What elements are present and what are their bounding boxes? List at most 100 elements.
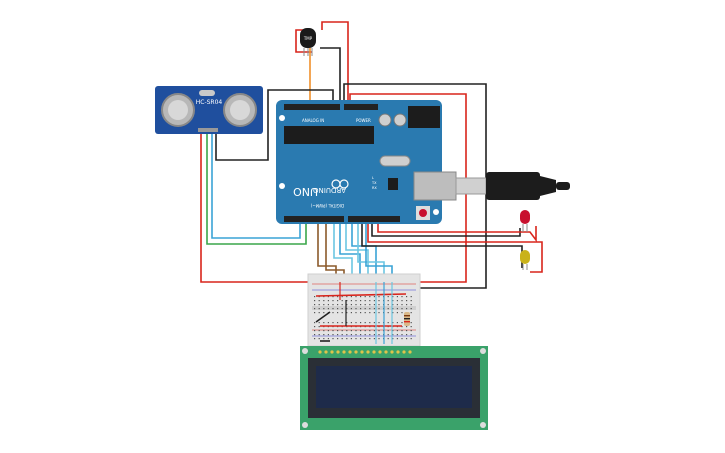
- breadboard-hole: [341, 330, 343, 332]
- wire-led-red-gnd: [371, 222, 521, 237]
- breadboard-hole: [355, 338, 357, 340]
- breadboard-hole: [341, 308, 343, 310]
- breadboard-hole: [337, 304, 339, 306]
- breadboard-hole: [332, 300, 334, 302]
- breadboard-hole: [378, 308, 380, 310]
- breadboard-hole: [396, 296, 398, 298]
- breadboard-hole: [387, 308, 389, 310]
- breadboard-hole: [406, 308, 408, 310]
- breadboard-hole: [350, 296, 352, 298]
- breadboard: [307, 273, 421, 347]
- wire-lcd-d3: [345, 222, 369, 282]
- breadboard-hole: [332, 304, 334, 306]
- breadboard-hole: [406, 300, 408, 302]
- breadboard-hole: [337, 338, 339, 340]
- ultrasonic-sensor[interactable]: HC-SR04: [155, 86, 263, 134]
- breadboard-hole: [327, 322, 329, 324]
- wire-led-yellow-pos: [367, 222, 543, 273]
- breadboard-hole: [314, 308, 316, 310]
- lcd-pin: [324, 350, 328, 354]
- temperature-sensor[interactable]: TMP: [300, 28, 316, 56]
- l-label: L: [372, 176, 374, 180]
- breadboard-hole: [378, 334, 380, 336]
- yellow-led[interactable]: [520, 250, 530, 270]
- breadboard-hole: [318, 322, 320, 324]
- breadboard-hole: [364, 300, 366, 302]
- breadboard-hole: [355, 330, 357, 332]
- breadboard-hole: [401, 300, 403, 302]
- breadboard-hole: [387, 312, 389, 314]
- breadboard-hole: [406, 330, 408, 332]
- breadboard-hole: [364, 296, 366, 298]
- breadboard-hole: [373, 312, 375, 314]
- wires: [200, 21, 543, 289]
- breadboard-hole: [373, 334, 375, 336]
- breadboard-hole: [337, 312, 339, 314]
- breadboard-hole: [318, 330, 320, 332]
- wire-us-vcc: [200, 128, 314, 283]
- resistor: [404, 312, 410, 326]
- lcd-pin: [408, 350, 412, 354]
- breadboard-hole: [341, 334, 343, 336]
- breadboard-hole: [314, 326, 316, 328]
- breadboard-hole: [314, 300, 316, 302]
- breadboard-hole: [350, 300, 352, 302]
- breadboard-hole: [364, 334, 366, 336]
- breadboard-hole: [341, 312, 343, 314]
- red-led[interactable]: [520, 210, 530, 232]
- wire-led-yellow-gnd: [361, 222, 523, 268]
- breadboard-hole: [323, 312, 325, 314]
- breadboard-hole: [341, 304, 343, 306]
- breadboard-hole: [410, 326, 412, 328]
- arduino-uno-board[interactable]: ANALOG IN POWER ARDUINO UNO DIGITAL (PWM…: [276, 100, 457, 224]
- breadboard-hole: [369, 322, 371, 324]
- breadboard-hole: [350, 330, 352, 332]
- breadboard-hole: [401, 338, 403, 340]
- breadboard-hole: [341, 300, 343, 302]
- lcd-display[interactable]: [300, 346, 488, 430]
- breadboard-hole: [314, 304, 316, 306]
- wire-top-red: [349, 93, 467, 283]
- breadboard-hole: [369, 296, 371, 298]
- breadboard-hole: [369, 304, 371, 306]
- breadboard-hole: [373, 338, 375, 340]
- wire-led-red-pos: [377, 222, 537, 243]
- breadboard-hole: [314, 330, 316, 332]
- breadboard-hole: [406, 334, 408, 336]
- breadboard-hole: [396, 338, 398, 340]
- breadboard-hole: [327, 300, 329, 302]
- breadboard-hole: [392, 300, 394, 302]
- usb-cable: [455, 172, 570, 200]
- digital-header-right: [348, 216, 400, 222]
- breadboard-hole: [360, 322, 362, 324]
- breadboard-hole: [355, 304, 357, 306]
- rx-label: RX: [372, 186, 377, 190]
- wire-lcd-d2: [339, 222, 361, 282]
- breadboard-hole: [323, 300, 325, 302]
- lcd-pin: [342, 350, 346, 354]
- breadboard-hole: [410, 308, 412, 310]
- breadboard-hole: [323, 304, 325, 306]
- breadboard-hole: [410, 312, 412, 314]
- breadboard-hole: [337, 300, 339, 302]
- lcd-pin: [372, 350, 376, 354]
- analog-header: [284, 104, 340, 110]
- breadboard-hole: [401, 296, 403, 298]
- lcd-pin: [330, 350, 334, 354]
- breadboard-hole: [378, 330, 380, 332]
- breadboard-hole: [327, 308, 329, 310]
- lcd-pin: [390, 350, 394, 354]
- breadboard-hole: [369, 300, 371, 302]
- breadboard-hole: [350, 338, 352, 340]
- arduino-model-label: UNO: [293, 185, 318, 198]
- breadboard-hole: [332, 338, 334, 340]
- breadboard-hole: [364, 330, 366, 332]
- lcd-pin: [402, 350, 406, 354]
- breadboard-hole: [318, 312, 320, 314]
- breadboard-hole: [337, 330, 339, 332]
- ultrasonic-model-label: HC-SR04: [196, 99, 223, 106]
- breadboard-hole: [369, 308, 371, 310]
- breadboard-hole: [323, 330, 325, 332]
- breadboard-hole: [360, 304, 362, 306]
